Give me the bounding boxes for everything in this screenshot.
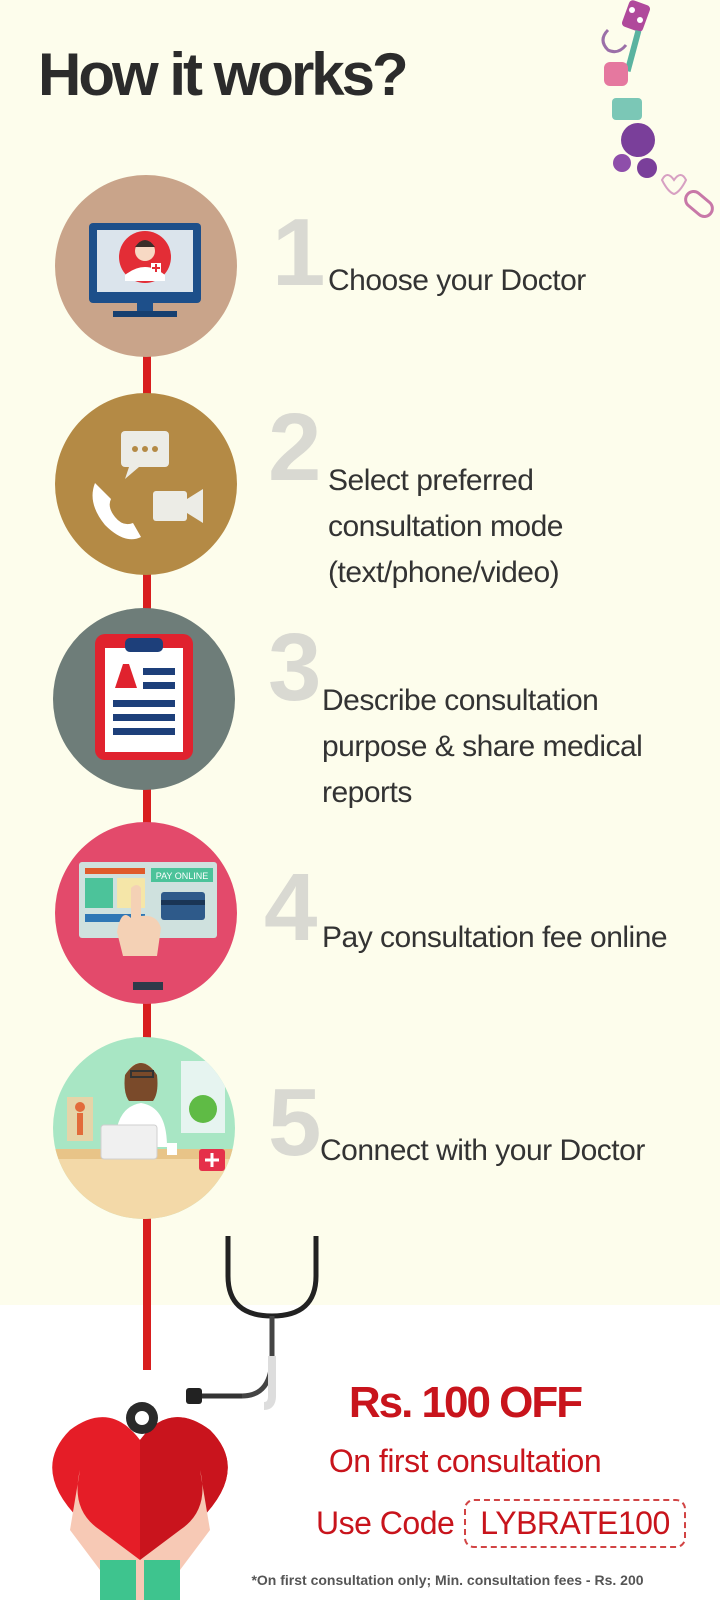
step-4-circle: PAY ONLINE xyxy=(55,822,237,1004)
offer-amount: Rs. 100 OFF xyxy=(348,1378,583,1427)
step-5-text: Connect with your Doctor xyxy=(320,1134,645,1167)
step-3-number: 3 xyxy=(268,614,321,721)
promo-code[interactable]: LYBRATE100 xyxy=(464,1498,686,1548)
medical-decoration-icon xyxy=(601,0,714,218)
step-1-text: Choose your Doctor xyxy=(328,264,586,297)
step-2-number: 2 xyxy=(268,394,321,501)
step-4-text: Pay consultation fee online xyxy=(322,921,668,954)
doctor-monitor-icon xyxy=(89,223,201,317)
stethoscope-heart-icon xyxy=(52,1236,319,1600)
pay-online-icon: PAY ONLINE xyxy=(79,862,217,990)
step-3-text: Describe consultation purpose & share me… xyxy=(322,684,643,809)
doctor-desk-icon xyxy=(53,1061,235,1219)
step-2-text: Select preferred consultation mode (text… xyxy=(328,464,564,589)
step-4-number: 4 xyxy=(264,854,317,961)
step-3-circle xyxy=(53,608,235,790)
offer-footnote: *On first consultation only; Min. consul… xyxy=(251,1572,644,1588)
promo-code-label: Use Code xyxy=(316,1504,455,1541)
promo-code-row: Use Code LYBRATE100 xyxy=(316,1497,686,1549)
step-5-circle xyxy=(53,1037,235,1219)
consultation-modes-icon xyxy=(92,431,203,540)
step-2-circle xyxy=(55,393,237,575)
page-title: How it works? xyxy=(38,41,409,108)
medical-clipboard-icon xyxy=(95,634,193,760)
offer-subtitle: On first consultation xyxy=(328,1443,602,1479)
pay-online-badge: PAY ONLINE xyxy=(156,871,209,881)
step-1-circle xyxy=(55,175,237,357)
step-1-number: 1 xyxy=(272,199,325,306)
step-5-number: 5 xyxy=(268,1069,321,1176)
